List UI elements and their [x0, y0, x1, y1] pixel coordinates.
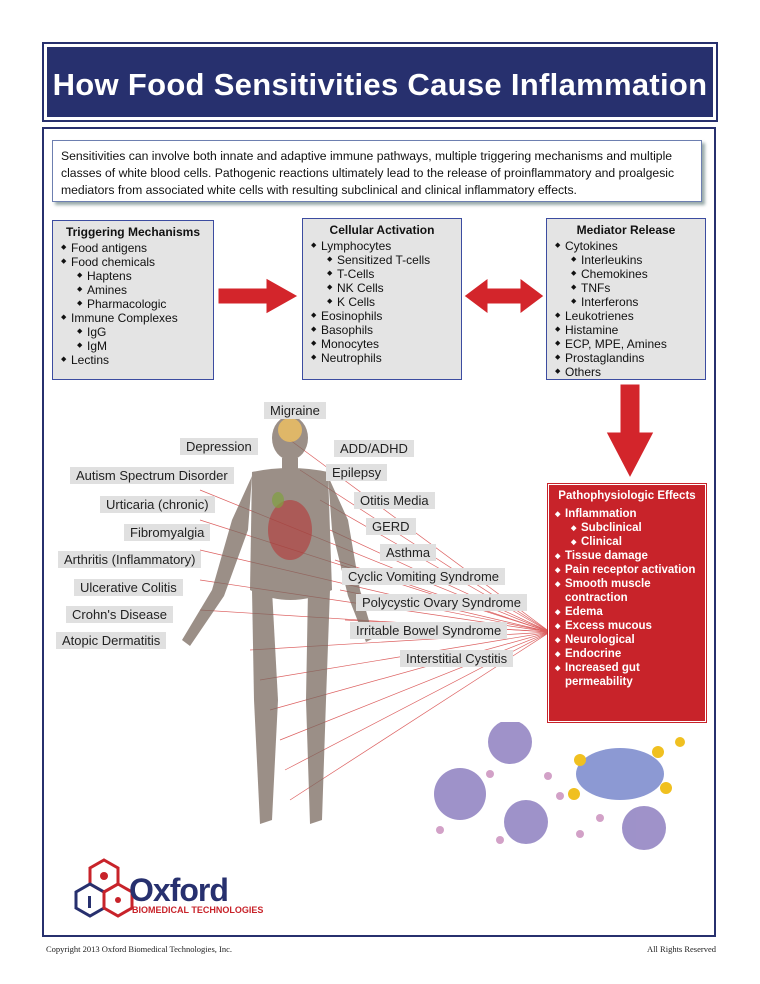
condition-label: Ulcerative Colitis [74, 579, 183, 596]
list-item: Interferons [555, 295, 697, 309]
condition-label: Cyclic Vomiting Syndrome [342, 568, 505, 585]
condition-label: Atopic Dermatitis [56, 632, 167, 649]
right-arrow-icon [217, 277, 300, 315]
list-item: Clinical [555, 535, 699, 550]
copyright-text: Copyright 2013 Oxford Biomedical Technol… [46, 944, 232, 954]
list-item: Interleukins [555, 253, 697, 267]
condition-label: Fibromyalgia [124, 524, 211, 541]
triggering-mechanisms-box: Triggering Mechanisms Food antigensFood … [52, 220, 214, 380]
page-title: How Food Sensitivities Cause Inflammatio… [52, 67, 708, 102]
condition-label: ADD/ADHD [334, 440, 414, 457]
mediator-release-box: Mediator Release CytokinesInterleukinsCh… [546, 218, 706, 380]
cellular-activation-list: LymphocytesSensitized T-cellsT-CellsNK C… [311, 239, 453, 365]
condition-label: Depression [180, 438, 258, 455]
list-item: Histamine [555, 323, 697, 337]
list-item: Endocrine [555, 647, 699, 662]
pathophysiologic-effects-box: Pathophysiologic Effects InflammationSub… [547, 483, 707, 723]
list-item: K Cells [311, 295, 453, 309]
condition-label: Epilepsy [326, 464, 388, 481]
condition-label: Otitis Media [354, 492, 435, 509]
condition-label: Arthritis (Inflammatory) [58, 551, 202, 568]
list-item: Amines [61, 283, 205, 297]
list-item: Pain receptor activation [555, 563, 699, 578]
list-item: Basophils [311, 323, 453, 337]
logo-subtitle: BIOMEDICAL TECHNOLOGIES [132, 905, 264, 915]
list-item: ECP, MPE, Amines [555, 337, 697, 351]
cellular-activation-box: Cellular Activation LymphocytesSensitize… [302, 218, 462, 380]
list-item: Pharmacologic [61, 297, 205, 311]
list-item: IgM [61, 339, 205, 353]
list-item: Prostaglandins [555, 351, 697, 365]
list-item: Neurological [555, 633, 699, 648]
triggering-mechanisms-title: Triggering Mechanisms [65, 225, 201, 239]
condition-label: Interstitial Cystitis [400, 650, 514, 667]
list-item: T-Cells [311, 267, 453, 281]
cells-illustration [434, 722, 685, 850]
list-item: Leukotrienes [555, 309, 697, 323]
condition-label: Asthma [380, 544, 437, 561]
logo-wordmark: Oxford [129, 872, 229, 908]
list-item: Food antigens [61, 241, 205, 255]
list-item: Edema [555, 605, 699, 620]
list-item: Neutrophils [311, 351, 453, 365]
mediator-release-title: Mediator Release [576, 223, 676, 237]
list-item: Lymphocytes [311, 239, 453, 253]
condition-label: Autism Spectrum Disorder [70, 467, 234, 484]
condition-label: Crohn's Disease [66, 606, 173, 623]
list-item: Eosinophils [311, 309, 453, 323]
cellular-activation-title: Cellular Activation [329, 223, 435, 237]
list-item: Inflammation [555, 507, 699, 522]
down-arrow-icon [605, 383, 655, 480]
list-item: IgG [61, 325, 205, 339]
list-item: Others [555, 365, 697, 379]
list-item: Smooth muscle contraction [555, 577, 699, 605]
list-item: NK Cells [311, 281, 453, 295]
pathophysiologic-effects-title: Pathophysiologic Effects [558, 490, 696, 502]
condition-label: Migraine [264, 402, 326, 419]
list-item: Chemokines [555, 267, 697, 281]
mediator-release-list: CytokinesInterleukinsChemokinesTNFsInter… [555, 239, 697, 379]
rights-text: All Rights Reserved [647, 944, 716, 954]
list-item: Haptens [61, 269, 205, 283]
list-item: Subclinical [555, 521, 699, 536]
double-arrow-icon [463, 277, 545, 315]
list-item: Increased gut permeability [555, 661, 699, 689]
oxford-logo-icon [74, 858, 134, 918]
condition-label: Urticaria (chronic) [100, 496, 215, 513]
list-item: Sensitized T-cells [311, 253, 453, 267]
triggering-mechanisms-list: Food antigensFood chemicalsHaptensAmines… [61, 241, 205, 367]
list-item: Food chemicals [61, 255, 205, 269]
list-item: Immune Complexes [61, 311, 205, 325]
title-banner: How Food Sensitivities Cause Inflammatio… [42, 42, 718, 122]
condition-label: Irritable Bowel Syndrome [350, 622, 508, 639]
condition-label: Polycystic Ovary Syndrome [356, 594, 527, 611]
pathophysiologic-effects-list: InflammationSubclinicalClinicalTissue da… [555, 507, 699, 689]
list-item: Lectins [61, 353, 205, 367]
list-item: Tissue damage [555, 549, 699, 564]
intro-text: Sensitivities can involve both innate an… [52, 140, 702, 202]
list-item: Cytokines [555, 239, 697, 253]
list-item: Monocytes [311, 337, 453, 351]
list-item: Excess mucous [555, 619, 699, 634]
list-item: TNFs [555, 281, 697, 295]
condition-label: GERD [366, 518, 416, 535]
